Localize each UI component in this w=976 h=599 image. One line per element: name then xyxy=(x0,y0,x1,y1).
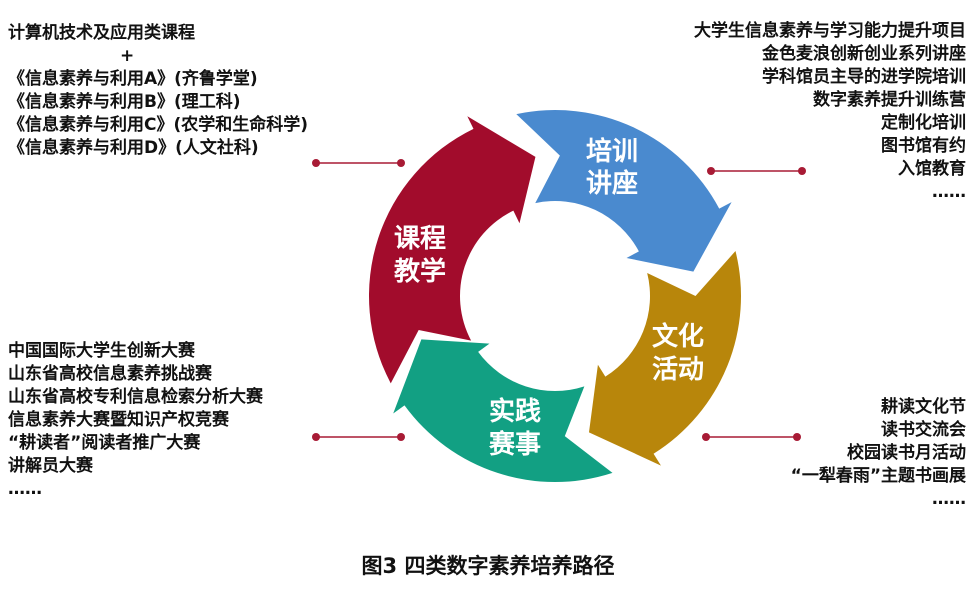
training-list-item: 定制化培训 xyxy=(881,113,966,133)
segment-practice-competitions xyxy=(393,339,613,482)
segment-cultural-activities xyxy=(588,251,741,466)
training-list-item: 图书馆有约 xyxy=(881,136,966,156)
training-list-item: 金色麦浪创新创业系列讲座 xyxy=(762,44,966,64)
segment-label-training-1: 培训 xyxy=(586,137,638,167)
segment-course-teaching xyxy=(369,116,536,384)
segment-training-lectures xyxy=(516,109,732,272)
practice-list-item: 信息素养大赛暨知识产权竞赛 xyxy=(8,410,229,430)
culture-list-ellipsis: …… xyxy=(932,489,966,509)
segment-label-practice-2: 赛事 xyxy=(488,429,541,460)
culture-list-item: 校园读书月活动 xyxy=(847,443,966,463)
course-list-plus: + xyxy=(120,46,135,66)
practice-list-item: 讲解员大赛 xyxy=(8,456,93,476)
segment-label-course-2: 教学 xyxy=(394,256,446,287)
connector-practice xyxy=(312,433,405,441)
training-list-item: 数字素养提升训练营 xyxy=(813,90,966,110)
segment-label-training-2: 讲座 xyxy=(586,168,638,199)
course-list: 计算机技术及应用类课程 + 《信息素养与利用A》(齐鲁学堂) 《信息素养与利用B… xyxy=(8,22,308,160)
connector-course xyxy=(312,159,405,167)
course-list-item: 《信息素养与利用C》(农学和生命科学) xyxy=(8,115,309,135)
training-list-item: 大学生信息素养与学习能力提升项目 xyxy=(694,21,966,41)
training-list: 大学生信息素养与学习能力提升项目 金色麦浪创新创业系列讲座 学科馆员主导的进学院… xyxy=(694,20,966,204)
segment-label-culture-1: 文化 xyxy=(652,321,704,352)
course-list-item: 计算机技术及应用类课程 xyxy=(8,23,195,43)
course-list-item: 《信息素养与利用D》(人文社科) xyxy=(8,138,259,158)
segment-label-practice-1: 实践 xyxy=(489,396,541,427)
course-list-item: 《信息素养与利用B》(理工科) xyxy=(8,92,241,112)
culture-list-item: 读书交流会 xyxy=(881,420,966,440)
practice-list: 中国国际大学生创新大赛 山东省高校信息素养挑战赛 山东省高校专利信息检索分析大赛… xyxy=(8,340,263,501)
practice-list-ellipsis: …… xyxy=(8,479,42,499)
training-list-ellipsis: …… xyxy=(932,182,966,202)
training-list-item: 入馆教育 xyxy=(898,159,966,179)
practice-list-item: 中国国际大学生创新大赛 xyxy=(8,341,195,361)
culture-list-item: 耕读文化节 xyxy=(881,397,966,417)
training-list-item: 学科馆员主导的进学院培训 xyxy=(762,67,966,87)
segment-label-course-1: 课程 xyxy=(394,224,446,254)
segment-label-culture-2: 活动 xyxy=(652,355,704,385)
culture-list-item: “一犁春雨”主题书画展 xyxy=(790,466,966,486)
connector-training xyxy=(707,167,806,175)
culture-list: 耕读文化节 读书交流会 校园读书月活动 “一犁春雨”主题书画展 …… xyxy=(791,396,966,511)
practice-list-item: 山东省高校专利信息检索分析大赛 xyxy=(8,387,263,407)
figure-caption: 图3 四类数字素养培养路径 xyxy=(361,554,615,578)
course-list-item: 《信息素养与利用A》(齐鲁学堂) xyxy=(8,69,258,89)
practice-list-item: 山东省高校信息素养挑战赛 xyxy=(8,364,212,384)
practice-list-item: “耕读者”阅读者推广大赛 xyxy=(8,433,201,453)
connector-culture xyxy=(702,433,801,441)
